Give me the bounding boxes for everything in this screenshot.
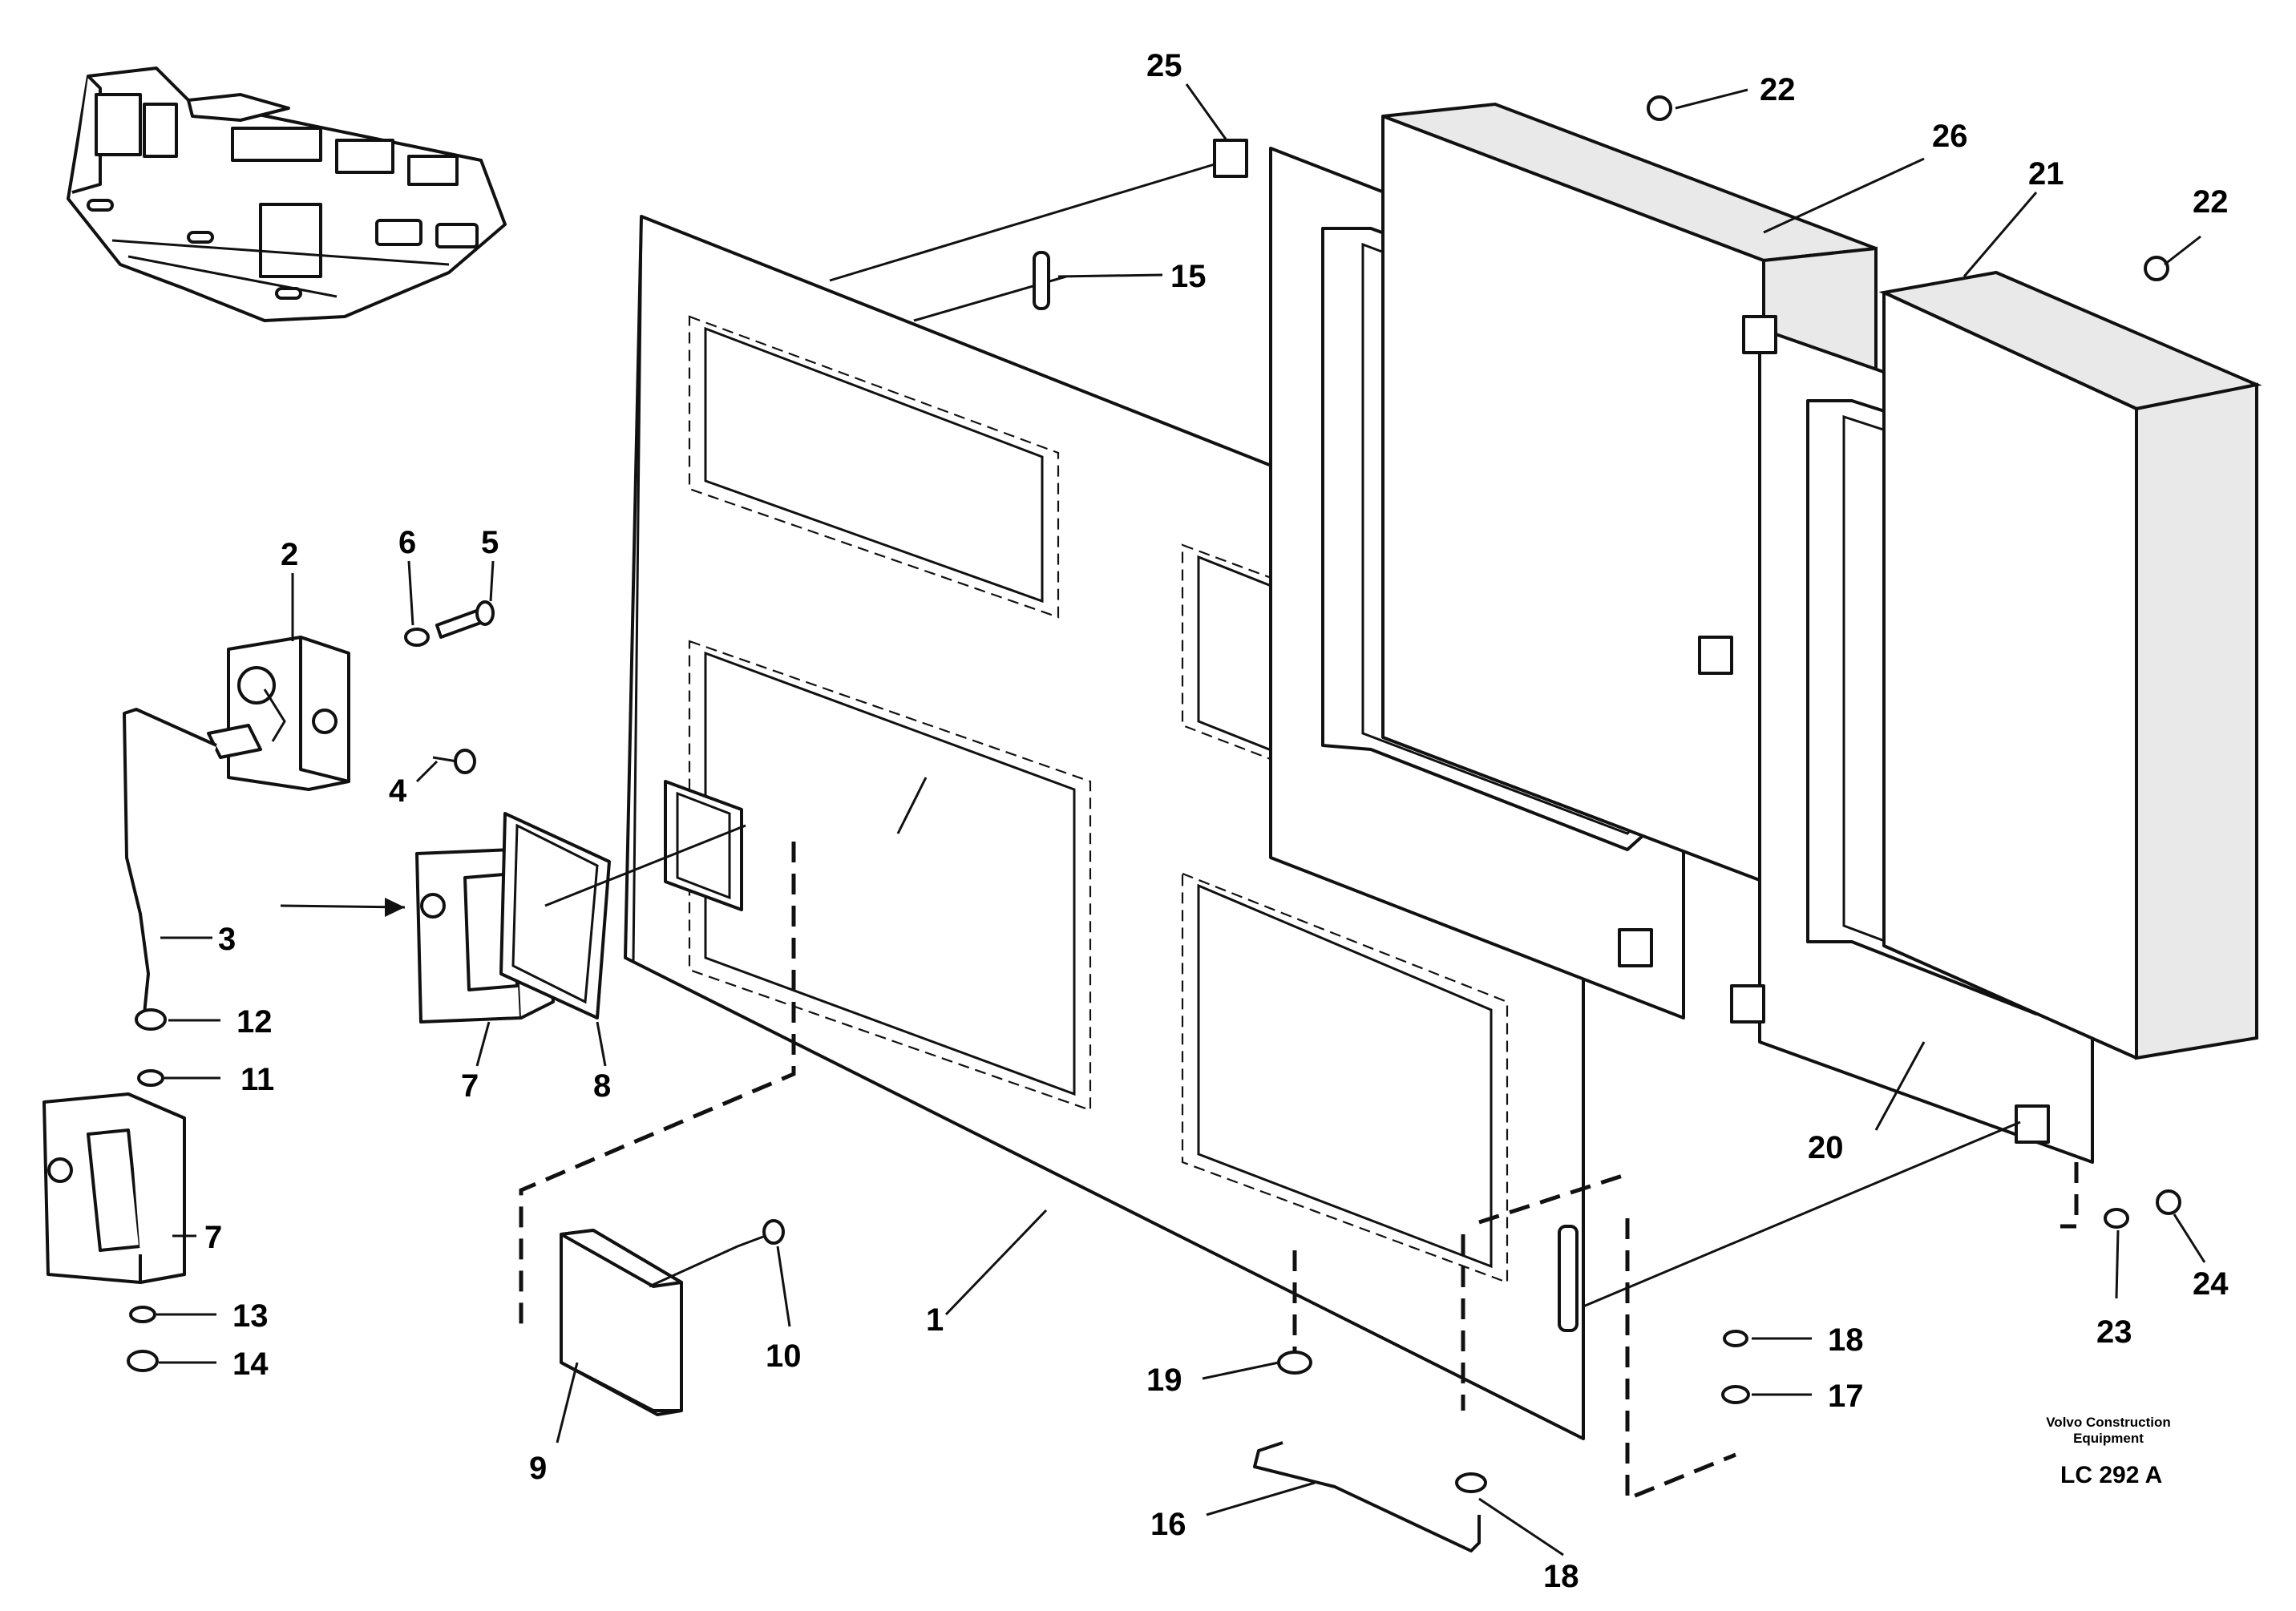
nut-24: [2156, 1189, 2181, 1215]
callouts: 1 2 3 4 5 6 7 7 8 9 10 11 12 13 14 15 16…: [204, 48, 2229, 1594]
bracket-9: [560, 1229, 683, 1416]
callout-24: 24: [2193, 1266, 2229, 1302]
gasket-8: [499, 812, 611, 1019]
leader-lines: [156, 83, 2206, 1556]
drawing-code: LC 292 A: [2060, 1462, 2162, 1488]
callout-26: 26: [1932, 119, 1968, 154]
callout-2: 2: [281, 537, 298, 572]
callout-19: 19: [1146, 1363, 1182, 1398]
callout-8: 8: [593, 1068, 611, 1104]
hinge-pin-15: [1033, 251, 1050, 310]
callout-5: 5: [481, 525, 499, 560]
washer-11: [137, 1069, 164, 1087]
callout-23: 23: [2096, 1314, 2132, 1350]
screw-10-axis: [649, 1245, 738, 1288]
screw-4: [432, 749, 476, 774]
callout-10: 10: [766, 1338, 802, 1374]
alignment-line-handle: [544, 824, 746, 907]
retaining-rod-16: [1253, 1441, 1481, 1552]
washer-18-right: [1723, 1330, 1748, 1347]
latch-rod-3: [123, 708, 217, 1015]
washer-6: [404, 628, 430, 647]
callout-7b: 7: [204, 1220, 222, 1255]
washer-17: [1721, 1385, 1750, 1404]
brand-line-1: Volvo Construction: [2046, 1415, 2171, 1430]
nut-14: [127, 1350, 159, 1372]
callout-25: 25: [1146, 48, 1182, 83]
alignment-line-top: [829, 163, 1215, 282]
callout-6: 6: [398, 525, 416, 560]
pointer-arrow: [280, 898, 406, 917]
callout-20: 20: [1808, 1130, 1844, 1165]
callout-22a: 22: [1760, 72, 1796, 107]
callout-15: 15: [1170, 259, 1207, 294]
callout-12: 12: [236, 1004, 273, 1040]
callout-14: 14: [232, 1347, 269, 1382]
dashed-guide-bottom: [1625, 1218, 1736, 1502]
washer-13: [129, 1306, 156, 1323]
insulation-block-21: [1878, 270, 2262, 1060]
callout-16: 16: [1150, 1507, 1186, 1542]
callout-17: 17: [1828, 1379, 1864, 1414]
bolt-5: [435, 600, 495, 639]
callout-21: 21: [2028, 156, 2064, 192]
callout-4: 4: [389, 773, 407, 809]
callout-13: 13: [232, 1298, 269, 1334]
drawing-footer: Volvo Construction Equipment LC 292 A: [2046, 1415, 2171, 1488]
dashed-guide-hinge: [1478, 1172, 1628, 1225]
excavator-overview-thumbnail: [67, 67, 507, 322]
callout-22b: 22: [2193, 184, 2229, 220]
alignment-line-bottom: [1583, 1120, 2021, 1308]
washer-19: [1277, 1351, 1312, 1375]
washer-18-lower: [1455, 1472, 1487, 1493]
callout-7a: 7: [461, 1068, 479, 1104]
dashed-guide-right: [2060, 1162, 2079, 1229]
brand-line-2: Equipment: [2073, 1431, 2144, 1446]
callout-18b: 18: [1543, 1559, 1579, 1594]
callout-18a: 18: [1828, 1322, 1864, 1358]
screw-10: [737, 1219, 785, 1248]
callout-1: 1: [926, 1302, 944, 1338]
door-handle-7-lower: [42, 1092, 186, 1284]
latch-bracket-2: [207, 636, 350, 791]
callout-11: 11: [241, 1062, 274, 1097]
washer-23: [2104, 1208, 2129, 1229]
callout-3: 3: [218, 922, 236, 957]
fastener-22-right: [2144, 256, 2169, 281]
fastener-22-top: [1647, 95, 1672, 121]
dashed-guide-handle: [519, 842, 796, 1334]
callout-9: 9: [529, 1451, 547, 1486]
nut-12: [135, 1008, 167, 1031]
